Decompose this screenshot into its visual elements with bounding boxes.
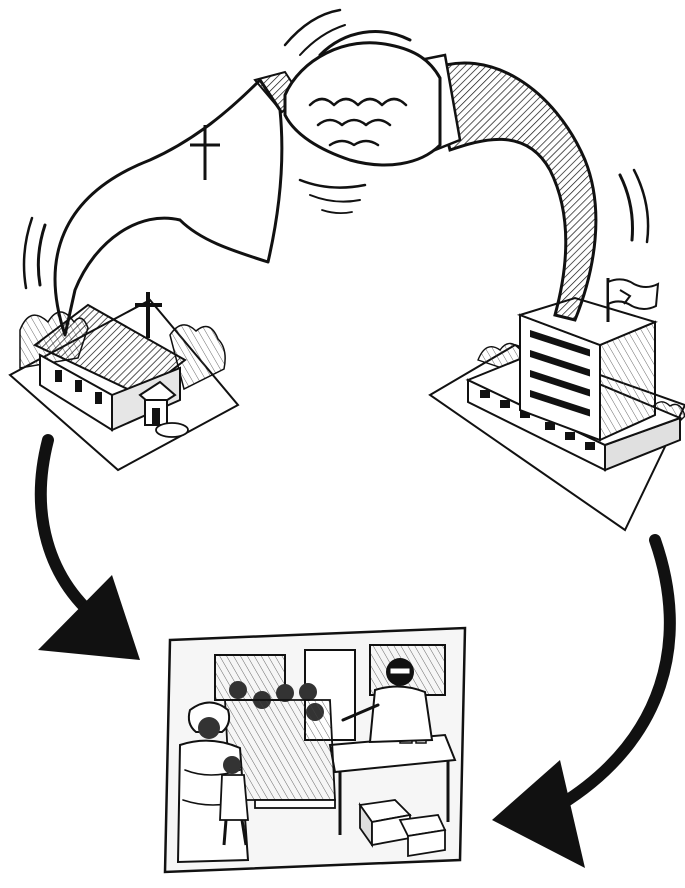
clinic-scene-icon: [165, 628, 465, 872]
church-arm-icon: [24, 72, 300, 335]
left-arrow-icon: [38, 440, 140, 660]
handshake-icon: [285, 10, 440, 213]
right-arrow-icon: [492, 540, 670, 868]
